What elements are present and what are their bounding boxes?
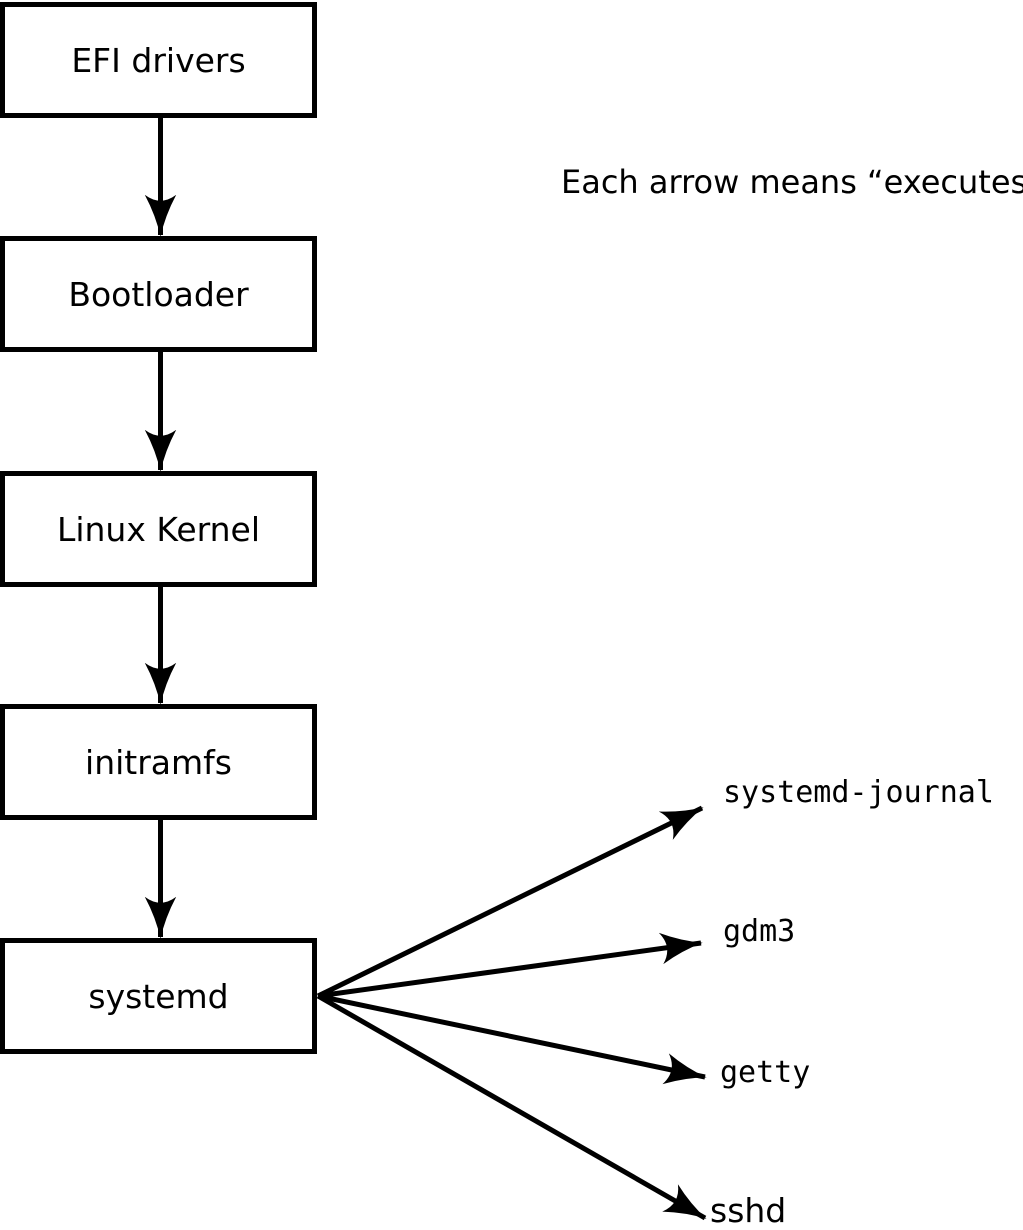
node-label: EFI drivers [71,40,246,80]
node-linux-kernel: Linux Kernel [0,471,317,587]
node-systemd: systemd [0,938,317,1054]
leaf-label-sshd: sshd [710,1191,787,1230]
node-label: initramfs [85,742,232,782]
leaf-label-systemd-journal: systemd-journal [723,775,994,810]
arrow-systemd-to-systemd-journal [316,805,704,999]
arrow-systemd-to-gdm3 [317,932,703,999]
node-initramfs: initramfs [0,704,317,820]
arrow-systemd-to-getty [317,993,707,1085]
node-label: Bootloader [68,274,249,314]
node-label: systemd [88,976,229,1016]
node-label: Linux Kernel [56,509,261,549]
arrow-systemd-to-sshd [316,993,707,1221]
node-bootloader: Bootloader [0,236,317,352]
leaf-label-getty: getty [720,1055,811,1090]
node-efi-drivers: EFI drivers [0,2,317,118]
arrow-legend-note: Each arrow means “executes”. [561,163,1023,201]
leaf-label-gdm3: gdm3 [723,914,796,949]
